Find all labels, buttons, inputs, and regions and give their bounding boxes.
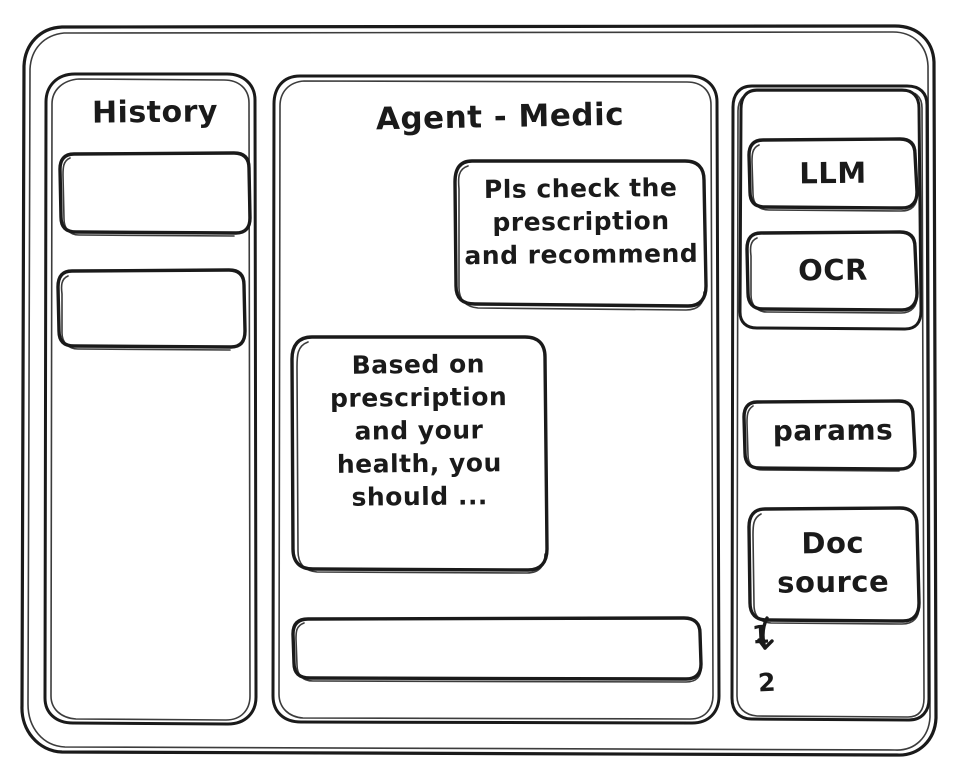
- history-item-1[interactable]: [60, 153, 250, 233]
- history-item-2[interactable]: [58, 270, 245, 347]
- tool-button-ocr-label: OCR: [797, 252, 869, 288]
- params-button-label: params: [772, 413, 894, 448]
- doc-source-item-2[interactable]: 2: [757, 667, 777, 698]
- assistant-message-text: Based on prescription and your health, y…: [329, 349, 508, 512]
- message-input[interactable]: [293, 618, 701, 680]
- agent-title: Agent - Medic: [375, 96, 625, 138]
- history-panel-title: History: [91, 94, 219, 131]
- tool-button-llm-label: LLM: [799, 155, 867, 191]
- doc-source-item-1[interactable]: 1: [751, 619, 771, 650]
- user-message-text: Pls check the prescription and recommend: [464, 172, 699, 271]
- doc-source-button-label: Doc source: [777, 525, 890, 600]
